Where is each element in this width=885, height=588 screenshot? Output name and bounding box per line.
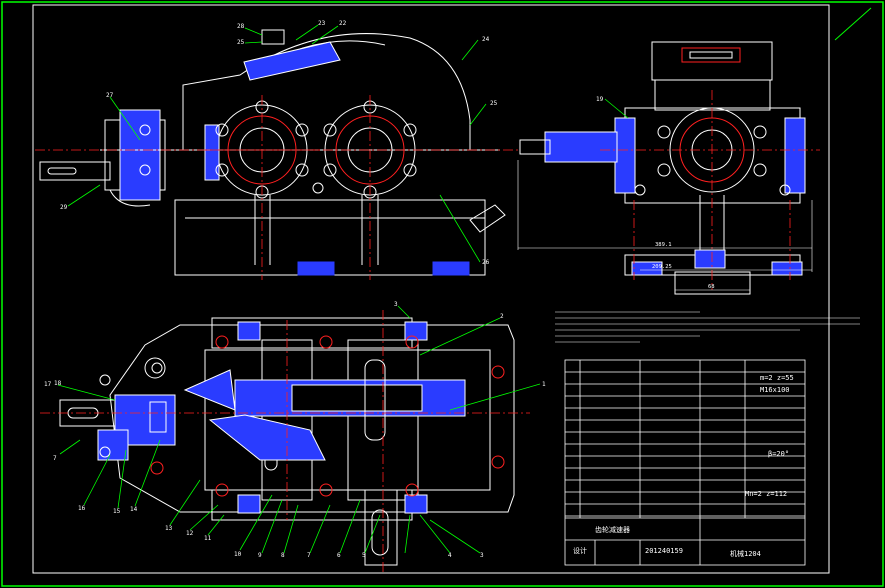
- side-dimensions: [517, 160, 813, 291]
- plan-view: [59, 317, 515, 566]
- inner-border: [32, 4, 830, 574]
- part-label: 17: [44, 381, 52, 388]
- spec-value: Mn=2 z=112: [745, 490, 787, 498]
- part-label: 2: [500, 313, 504, 320]
- plan-part-labels: 3 2 1 17 18 7 16 15 14 13 12 11 10 9 8 7…: [44, 301, 546, 559]
- part-label: 28: [237, 23, 245, 30]
- dimension-flange: 68: [708, 284, 715, 290]
- part-label: 8: [281, 552, 285, 559]
- corner-mark: [834, 7, 872, 41]
- part-label: 11: [204, 535, 212, 542]
- part-label: 3: [394, 301, 398, 308]
- technical-notes: [555, 311, 860, 343]
- part-label: 23: [318, 20, 326, 27]
- part-label: 7: [53, 455, 57, 462]
- title-name: 齿轮减速器: [595, 525, 630, 534]
- part-label: 13: [165, 525, 173, 532]
- spec-table: [564, 359, 806, 566]
- part-label: 16: [78, 505, 86, 512]
- drawn-label: 设计: [573, 546, 587, 555]
- drawing-number: 201240159: [645, 547, 683, 555]
- side-dimension-labels: 389.1 209.25 68: [652, 242, 715, 290]
- dimension-width-base: 209.25: [652, 264, 672, 270]
- part-label: 26: [482, 259, 490, 266]
- part-label: 4: [448, 552, 452, 559]
- front-view: [39, 29, 506, 276]
- front-part-labels: 28 25 23 22 24 27 25 29 26: [60, 20, 498, 266]
- part-label: 27: [106, 92, 114, 99]
- plan-leaders: [57, 305, 541, 554]
- plan-centerlines: [40, 310, 530, 575]
- part-label: 25: [237, 39, 245, 46]
- part-label: 1: [542, 381, 546, 388]
- sheet-code: 机械1204: [730, 549, 761, 558]
- part-label: 10: [234, 551, 242, 558]
- part-label: 5: [362, 552, 366, 559]
- part-label: 29: [60, 204, 68, 211]
- part-label: 18: [54, 380, 62, 387]
- part-label: 15: [113, 508, 121, 515]
- front-leaders: [67, 24, 487, 263]
- part-label: 22: [339, 20, 347, 27]
- part-label: 24: [482, 36, 490, 43]
- part-label: 19: [596, 96, 604, 103]
- part-label: 14: [130, 506, 138, 513]
- side-centerlines: [600, 90, 820, 290]
- spec-value: m=2 z=55: [760, 374, 794, 382]
- spec-value: β=20°: [768, 450, 789, 458]
- spec-table-text: m=2 z=55 M16x100 β=20° Mn=2 z=112 齿轮减速器 …: [573, 374, 794, 558]
- spec-value: M16x100: [760, 386, 790, 394]
- front-centerlines: [35, 95, 520, 280]
- part-label: 12: [186, 530, 194, 537]
- part-label: 7: [307, 552, 311, 559]
- part-label: 25: [490, 100, 498, 107]
- side-view: [519, 41, 806, 295]
- part-label: 6: [337, 552, 341, 559]
- part-label: 3: [480, 552, 484, 559]
- side-leaders: [604, 98, 629, 119]
- dimension-width-total: 389.1: [655, 242, 672, 248]
- part-label: 9: [258, 552, 262, 559]
